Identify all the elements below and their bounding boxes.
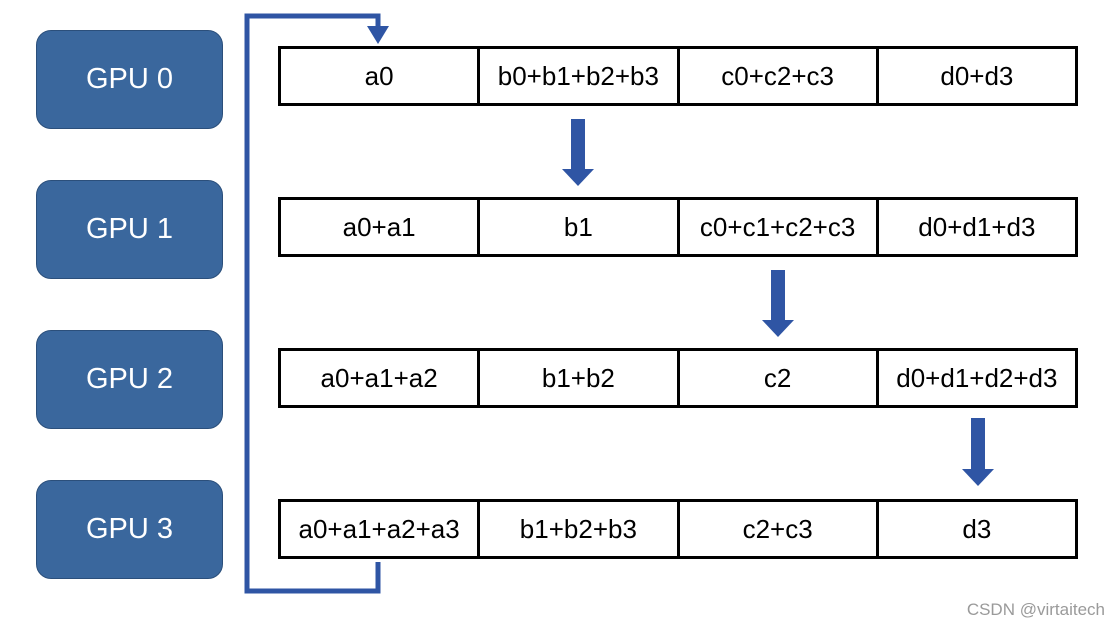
gpu-0-box: GPU 0 <box>36 30 223 129</box>
wrap-around-arrow-line <box>244 13 381 594</box>
down-arrow-icon <box>762 270 794 337</box>
gpu-3-label: GPU 3 <box>85 513 174 545</box>
gpu-1-label: GPU 1 <box>85 213 174 245</box>
gpu-2-buffer-row: a0+a1+a2 b1+b2 c2 d0+d1+d2+d3 <box>278 348 1078 408</box>
gpu-3-buffer-row: a0+a1+a2+a3 b1+b2+b3 c2+c3 d3 <box>278 499 1078 559</box>
buffer-cell: a0+a1+a2+a3 <box>281 502 481 556</box>
buffer-cell: b1 <box>480 200 680 254</box>
gpu-1-buffer-row: a0+a1 b1 c0+c1+c2+c3 d0+d1+d3 <box>278 197 1078 257</box>
gpu-1-box: GPU 1 <box>36 180 223 279</box>
buffer-cell: d3 <box>962 513 992 544</box>
wrap-around-arrow-head <box>367 26 389 44</box>
buffer-cell: c0+c1+c2+c3 <box>680 200 879 254</box>
watermark: CSDN @virtaitech <box>966 600 1105 619</box>
buffer-cell: d0+d1+d3 <box>918 211 1036 242</box>
buffer-cell: c0+c2+c3 <box>680 49 879 103</box>
gpu-0-label: GPU 0 <box>85 63 174 95</box>
buffer-cell: c2+c3 <box>680 502 879 556</box>
buffer-cell: b0+b1+b2+b3 <box>480 49 680 103</box>
buffer-cell: d0+d3 <box>940 60 1014 91</box>
gpu-3-box: GPU 3 <box>36 480 223 579</box>
buffer-cell: a0 <box>281 49 481 103</box>
buffer-cell: d0+d1+d2+d3 <box>896 362 1058 393</box>
buffer-cell: a0+a1 <box>281 200 481 254</box>
buffer-cell: c2 <box>680 351 879 405</box>
gpu-0-buffer-row: a0 b0+b1+b2+b3 c0+c2+c3 d0+d3 <box>278 46 1078 106</box>
down-arrow-icon <box>562 119 594 186</box>
buffer-cell: b1+b2+b3 <box>480 502 680 556</box>
buffer-cell: b1+b2 <box>480 351 680 405</box>
down-arrow-icon <box>962 418 994 486</box>
gpu-2-label: GPU 2 <box>85 363 174 395</box>
gpu-2-box: GPU 2 <box>36 330 223 429</box>
buffer-cell: a0+a1+a2 <box>281 351 481 405</box>
